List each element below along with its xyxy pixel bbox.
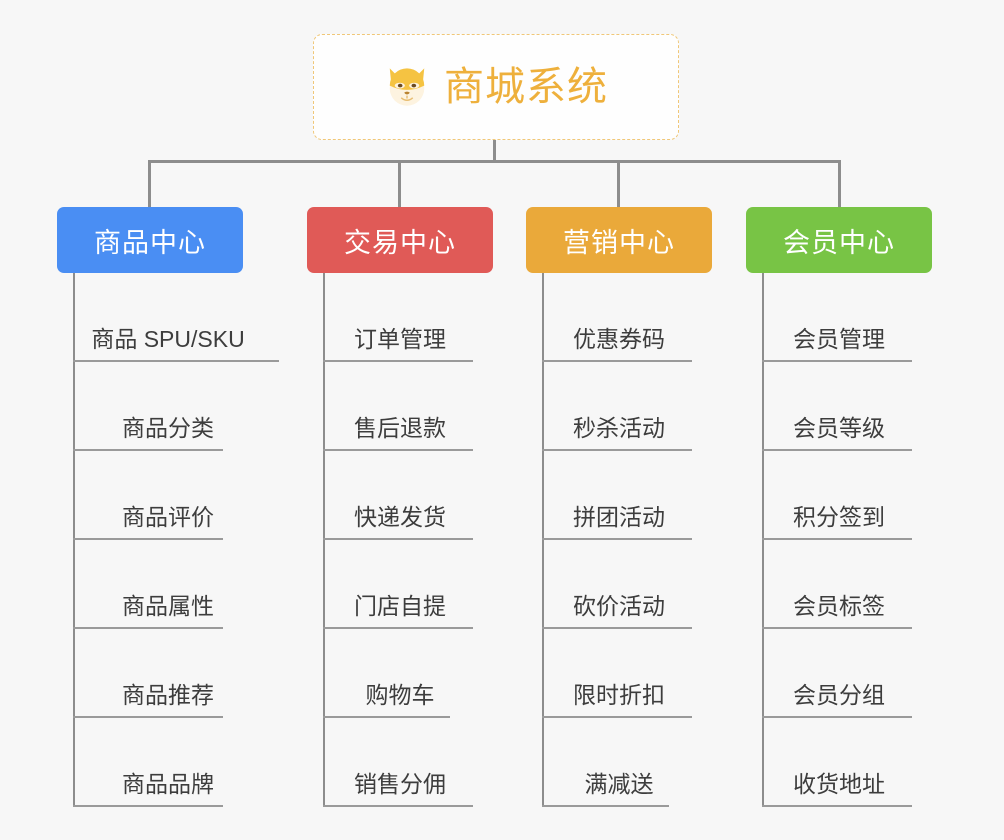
- leaf-underline: [73, 627, 223, 629]
- leaf-label: 销售分佣: [354, 771, 446, 797]
- leaf-underline: [762, 627, 912, 629]
- leaf-label: 会员管理: [793, 326, 885, 352]
- root-stem-connector: [493, 140, 496, 163]
- branch-trunk: [73, 273, 75, 807]
- leaf-list: 会员管理 会员等级 积分签到 会员标签 会员分组 收货地址: [746, 273, 932, 807]
- list-item[interactable]: 限时折扣: [526, 629, 712, 718]
- list-item[interactable]: 秒杀活动: [526, 362, 712, 451]
- leaf-label: 会员等级: [793, 415, 885, 441]
- list-item[interactable]: 满减送: [526, 718, 712, 807]
- leaf-underline: [73, 716, 223, 718]
- category-label: 营销中心: [563, 227, 675, 258]
- leaf-list: 商品 SPU/SKU 商品分类 商品评价 商品属性 商品推荐 商品品牌: [57, 273, 279, 807]
- leaf-underline: [542, 805, 669, 807]
- list-item[interactable]: 会员管理: [746, 273, 932, 362]
- branch-bus-connector: [148, 160, 841, 163]
- leaf-underline: [762, 805, 912, 807]
- leaf-label: 商品属性: [122, 593, 214, 619]
- branch-drop-connector-2: [398, 160, 401, 208]
- category-label: 会员中心: [783, 227, 895, 258]
- leaf-label: 门店自提: [354, 593, 446, 619]
- list-item[interactable]: 商品推荐: [57, 629, 279, 718]
- leaf-label: 满减送: [584, 771, 654, 797]
- category-box-trade-center[interactable]: 交易中心: [307, 207, 493, 273]
- leaf-underline: [73, 805, 223, 807]
- leaf-underline: [323, 449, 473, 451]
- leaf-label: 秒杀活动: [573, 415, 665, 441]
- leaf-label: 商品推荐: [122, 682, 214, 708]
- leaf-underline: [323, 538, 473, 540]
- list-item[interactable]: 商品品牌: [57, 718, 279, 807]
- branch-trunk: [542, 273, 544, 807]
- root-node[interactable]: 商城系统: [313, 34, 679, 140]
- leaf-list: 订单管理 售后退款 快递发货 门店自提 购物车 销售分佣: [307, 273, 493, 807]
- leaf-underline: [762, 449, 912, 451]
- leaf-underline: [323, 716, 450, 718]
- leaf-label: 商品品牌: [122, 771, 214, 797]
- branch-trunk: [762, 273, 764, 807]
- leaf-underline: [762, 716, 912, 718]
- category-box-member-center[interactable]: 会员中心: [746, 207, 932, 273]
- category-box-marketing-center[interactable]: 营销中心: [526, 207, 712, 273]
- leaf-label: 收货地址: [793, 771, 885, 797]
- leaf-underline: [73, 449, 223, 451]
- list-item[interactable]: 商品属性: [57, 540, 279, 629]
- leaf-underline: [542, 627, 692, 629]
- leaf-label: 拼团活动: [573, 504, 665, 530]
- list-item[interactable]: 优惠券码: [526, 273, 712, 362]
- branch-drop-connector-1: [148, 160, 151, 208]
- leaf-underline: [73, 360, 279, 362]
- leaf-label: 订单管理: [354, 326, 446, 352]
- list-item[interactable]: 门店自提: [307, 540, 493, 629]
- list-item[interactable]: 商品评价: [57, 451, 279, 540]
- leaf-label: 商品分类: [122, 415, 214, 441]
- list-item[interactable]: 购物车: [307, 629, 493, 718]
- leaf-underline: [73, 538, 223, 540]
- leaf-underline: [323, 360, 473, 362]
- category-label: 商品中心: [94, 227, 206, 258]
- leaf-label: 优惠券码: [573, 326, 665, 352]
- list-item[interactable]: 会员分组: [746, 629, 932, 718]
- list-item[interactable]: 商品 SPU/SKU: [57, 273, 279, 362]
- list-item[interactable]: 砍价活动: [526, 540, 712, 629]
- list-item[interactable]: 会员标签: [746, 540, 932, 629]
- leaf-label: 积分签到: [793, 504, 885, 530]
- branch-drop-connector-3: [617, 160, 620, 208]
- branch-trunk: [323, 273, 325, 807]
- category-label: 交易中心: [344, 227, 456, 258]
- leaf-label: 快递发货: [354, 504, 446, 530]
- leaf-underline: [762, 538, 912, 540]
- root-title: 商城系统: [444, 65, 608, 109]
- list-item[interactable]: 订单管理: [307, 273, 493, 362]
- list-item[interactable]: 销售分佣: [307, 718, 493, 807]
- leaf-underline: [542, 538, 692, 540]
- list-item[interactable]: 售后退款: [307, 362, 493, 451]
- leaf-underline: [323, 805, 473, 807]
- leaf-underline: [542, 449, 692, 451]
- leaf-label: 购物车: [365, 682, 435, 708]
- list-item[interactable]: 快递发货: [307, 451, 493, 540]
- category-box-product-center[interactable]: 商品中心: [57, 207, 243, 273]
- leaf-label: 商品评价: [122, 504, 214, 530]
- leaf-label: 砍价活动: [573, 593, 665, 619]
- list-item[interactable]: 收货地址: [746, 718, 932, 807]
- leaf-list: 优惠券码 秒杀活动 拼团活动 砍价活动 限时折扣 满减送: [526, 273, 712, 807]
- leaf-label: 限时折扣: [573, 682, 665, 708]
- shiba-dog-face-icon: [384, 64, 430, 110]
- leaf-underline: [542, 716, 692, 718]
- list-item[interactable]: 积分签到: [746, 451, 932, 540]
- list-item[interactable]: 商品分类: [57, 362, 279, 451]
- leaf-underline: [762, 360, 912, 362]
- leaf-label: 商品 SPU/SKU: [91, 326, 245, 352]
- branch-drop-connector-4: [838, 160, 841, 208]
- leaf-label: 会员分组: [793, 682, 885, 708]
- leaf-label: 会员标签: [793, 593, 885, 619]
- leaf-underline: [323, 627, 473, 629]
- list-item[interactable]: 会员等级: [746, 362, 932, 451]
- list-item[interactable]: 拼团活动: [526, 451, 712, 540]
- leaf-label: 售后退款: [354, 415, 446, 441]
- leaf-underline: [542, 360, 692, 362]
